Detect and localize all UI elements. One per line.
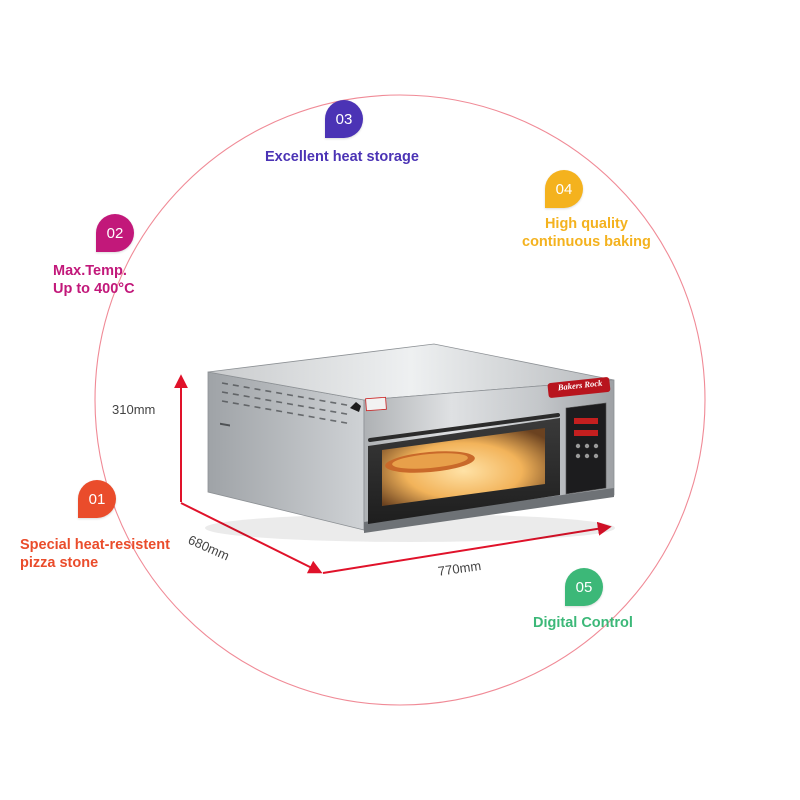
- depth-arrow: [180, 502, 323, 574]
- oven-product-image: [205, 343, 615, 542]
- feature-05-line1: Digital Control: [533, 615, 633, 631]
- feature-01-number: 01: [88, 490, 106, 508]
- oven-window: [382, 428, 545, 506]
- feature-05-marker: 05: [565, 568, 603, 606]
- feature-05-label: Digital Control: [533, 614, 633, 632]
- feature-02-line1: Max.Temp.: [53, 263, 127, 279]
- brand-plate: [547, 377, 611, 398]
- height-dimension-label: 310mm: [112, 402, 156, 417]
- feature-01-marker: 01: [78, 480, 116, 518]
- feature-02-label: Max.Temp. Up to 400°C: [53, 262, 135, 298]
- feature-01-line2: pizza stone: [20, 555, 99, 571]
- feature-02-marker: 02: [96, 214, 134, 252]
- feature-02-line2: Up to 400°C: [53, 281, 135, 297]
- feature-01-line1: Special heat-resistent: [20, 537, 170, 553]
- feature-03-number: 03: [335, 110, 353, 128]
- chef-logo-icon: [350, 402, 361, 412]
- feature-03-marker: 03: [325, 100, 363, 138]
- feature-04-number: 04: [555, 180, 573, 198]
- feature-04-line1: High quality: [544, 216, 628, 232]
- feature-05-number: 05: [575, 578, 593, 596]
- feature-03-label: Excellent heat storage: [265, 148, 419, 166]
- dimension-arrows: [174, 374, 612, 574]
- warning-label-icon: [365, 396, 387, 412]
- feature-ring: [94, 94, 706, 706]
- door-handle: [368, 413, 560, 442]
- feature-04-marker: 04: [545, 170, 583, 208]
- feature-01-label: Special heat-resistent pizza stone: [20, 536, 170, 572]
- feature-03-line1: Excellent heat storage: [265, 149, 419, 165]
- feature-04-label: High quality continuous baking: [522, 215, 651, 251]
- control-panel: [565, 402, 607, 495]
- width-arrow: [322, 521, 612, 574]
- feature-02-number: 02: [106, 224, 124, 242]
- feature-04-line2: continuous baking: [522, 234, 651, 250]
